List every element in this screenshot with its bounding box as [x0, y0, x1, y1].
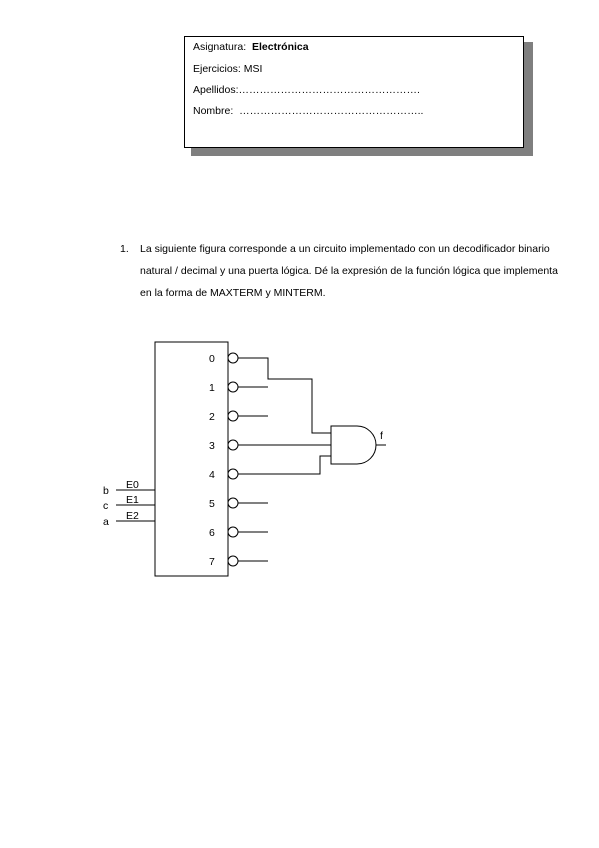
output-label-6: 6	[209, 527, 215, 539]
output-bubble-3	[227, 439, 239, 451]
wire-output-0-to-gate	[238, 357, 331, 434]
input-var-c: c	[103, 500, 108, 512]
output-bubble-6	[227, 526, 239, 538]
decoder-block	[154, 341, 229, 577]
wire-output-4-to-gate	[238, 455, 331, 475]
asignatura-value: Electrónica	[251, 41, 309, 53]
output-label-7: 7	[209, 556, 215, 568]
input-var-a: a	[103, 516, 109, 528]
question-number: 1.	[120, 243, 129, 255]
asignatura-label: Asignatura:	[193, 41, 247, 53]
output-bubble-4	[227, 468, 239, 480]
output-bubbles	[227, 352, 239, 567]
output-bubble-5	[227, 497, 239, 509]
output-bubble-1	[227, 381, 239, 393]
output-label-0: 0	[209, 353, 215, 365]
output-wires	[238, 357, 331, 562]
output-label-2: 2	[209, 411, 215, 423]
output-bubble-7	[227, 555, 239, 567]
header-box: Asignatura: Electrónica Ejercicios: MSI …	[184, 36, 524, 148]
question-text: La siguiente figura corresponde a un cir…	[140, 243, 558, 299]
apellidos-line: Apellidos:…………………………………………….	[193, 84, 420, 96]
output-label-3: 3	[209, 440, 215, 452]
input-pin-e1: E1	[126, 494, 139, 506]
output-bubble-2	[227, 410, 239, 422]
input-var-b: b	[103, 485, 109, 497]
input-pin-e2: E2	[126, 510, 139, 522]
output-label-4: 4	[209, 469, 215, 481]
input-pin-e0: E0	[126, 479, 139, 491]
and-gate	[330, 425, 377, 465]
ejercicios-line: Ejercicios: MSI	[193, 63, 263, 75]
output-label-5: 5	[209, 498, 215, 510]
output-label-1: 1	[209, 382, 215, 394]
output-bubble-0	[227, 352, 239, 364]
gate-output-label: f	[380, 430, 383, 442]
asignatura-line: Asignatura: Electrónica	[193, 41, 309, 54]
nombre-line: Nombre: ……………………………………………..	[193, 105, 424, 117]
